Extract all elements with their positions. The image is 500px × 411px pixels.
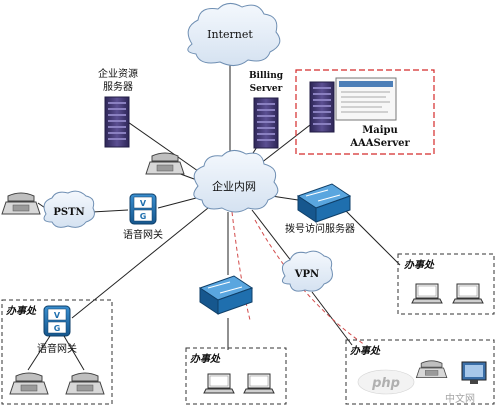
links <box>37 62 401 350</box>
phone-icon <box>1 192 41 215</box>
office-center: 办事处 <box>185 347 287 405</box>
link-vg-intranet <box>157 196 201 209</box>
resource-server: 企业资源 服务器 <box>98 67 138 148</box>
office-left: 办事处 V G 语音网关 <box>1 299 113 405</box>
office-right: 办事处 <box>397 253 495 315</box>
office-right-label: 办事处 <box>404 259 435 271</box>
intranet-label: 企业内网 <box>212 179 256 193</box>
office-left-label: 办事处 <box>6 305 37 317</box>
billing-label-line1: Billing <box>249 71 284 81</box>
watermark-php: php <box>371 376 400 391</box>
arrows-icon <box>305 189 341 202</box>
dial-access-label: 拨号访问服务器 <box>285 222 355 235</box>
server-icon <box>309 81 335 133</box>
laptop-icon <box>411 283 443 304</box>
office-bottom-right: 办事处 php 中文网 <box>345 339 495 405</box>
internet-label: Internet <box>207 28 253 41</box>
voice-gateway-bottom: V G 语音网关 <box>37 305 77 355</box>
link-dial-office-right <box>344 209 401 266</box>
dial-access-server: 拨号访问服务器 <box>285 183 355 235</box>
aaa-label-line1: Maipu <box>362 125 398 136</box>
vpn-label: VPN <box>294 269 319 280</box>
php-watermark: php 中文网 <box>357 369 475 405</box>
vpn-tunnel <box>231 211 366 346</box>
billing-server: Billing Server <box>249 71 284 149</box>
aaa-label-line2: AAAServer <box>349 138 410 149</box>
pstn-cloud: PSTN <box>43 190 95 228</box>
phone-icon <box>9 372 49 395</box>
resource-server-label-line1: 企业资源 <box>98 67 138 80</box>
voice-gateway-top: V G 语音网关 <box>123 193 163 241</box>
watermark-cn: 中文网 <box>445 392 475 405</box>
center-switch <box>198 275 254 315</box>
vg-letter-v: V <box>140 199 147 208</box>
phone-icon <box>145 152 185 175</box>
office-center-label: 办事处 <box>190 353 221 365</box>
vg-letter-g: G <box>140 212 147 221</box>
link-vpn-office-br <box>311 291 353 346</box>
arrows-icon <box>207 281 243 294</box>
resource-server-label-line2: 服务器 <box>103 80 133 93</box>
intranet-cloud: 企业内网 <box>193 150 279 213</box>
monitor-icon <box>335 77 397 121</box>
link-resource-server-intranet <box>124 119 209 179</box>
aaa-server: Maipu AAAServer <box>295 69 435 155</box>
pstn-label: PSTN <box>53 207 84 218</box>
laptop-icon <box>452 283 484 304</box>
internet-cloud: Internet <box>187 3 281 66</box>
voice-gateway-bottom-label: 语音网关 <box>37 342 77 355</box>
laptop-icon <box>203 373 235 394</box>
link-pstn-vg <box>91 209 129 213</box>
office-br-label: 办事处 <box>350 345 381 357</box>
server-icon <box>104 96 130 148</box>
link-intranet-vpn <box>251 209 293 263</box>
phone-icon <box>65 372 105 395</box>
phone-icon <box>415 360 448 379</box>
server-icon <box>253 97 279 149</box>
billing-label-line2: Server <box>250 84 283 94</box>
monitor-icon <box>461 361 487 384</box>
aaa-border <box>295 69 435 155</box>
vg-letter-v: V <box>54 311 61 320</box>
laptop-icon <box>243 373 275 394</box>
vg-letter-g: G <box>54 324 61 333</box>
vpn-cloud: VPN <box>281 250 333 292</box>
voice-gateway-label: 语音网关 <box>123 228 163 241</box>
